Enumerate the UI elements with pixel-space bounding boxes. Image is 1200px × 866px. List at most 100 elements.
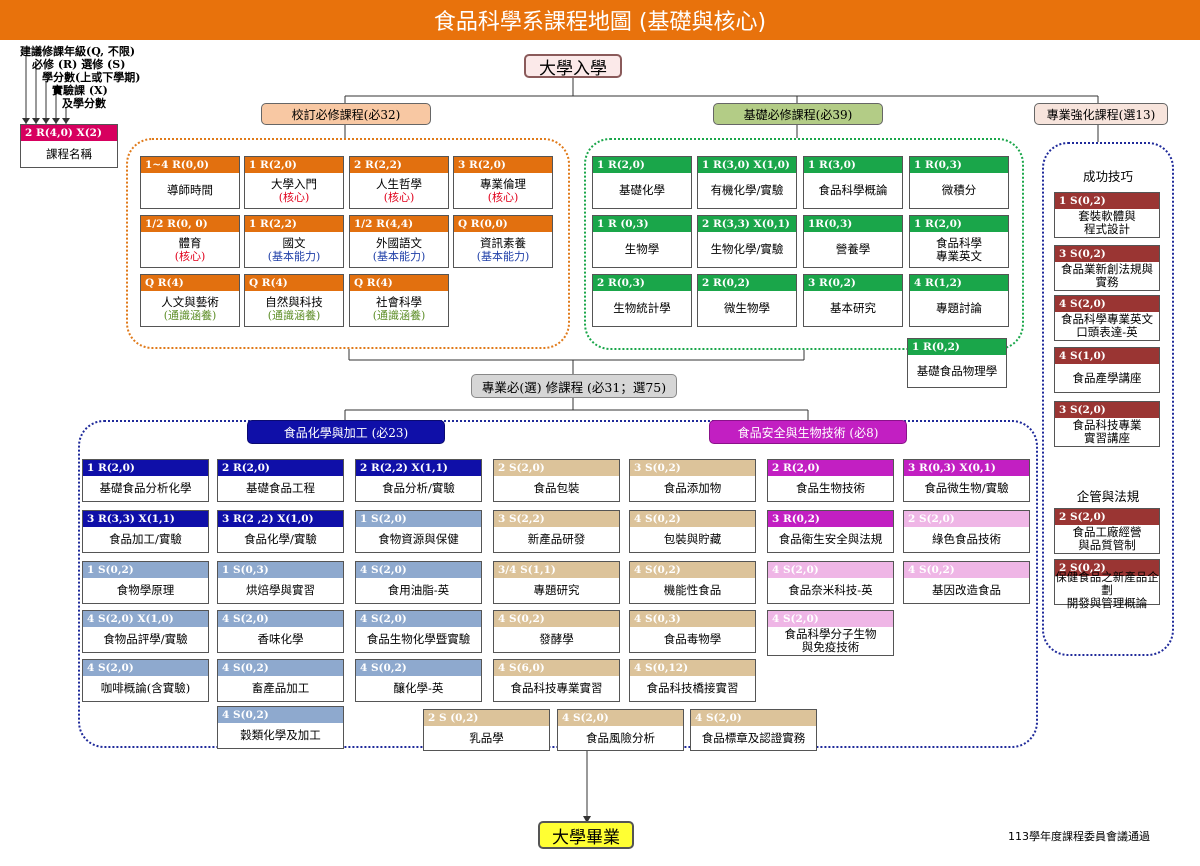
course-name-block: 體育(核心) xyxy=(141,232,239,267)
course-card: 1 R(2,2)國文(基本能力) xyxy=(244,215,344,268)
course-name: 食品微生物/實驗 xyxy=(924,481,1009,495)
course-name: 與品質管制 xyxy=(1078,538,1136,552)
course-code: 3 R(2,0) xyxy=(454,157,552,173)
course-code: 4 S(2,0) xyxy=(768,562,893,578)
course-code: 3 R(0,2) xyxy=(768,511,893,527)
course-name: 微積分 xyxy=(941,183,977,197)
course-name-block: 食品科技專業實習 xyxy=(494,676,619,701)
course-card: 1~4 R(0,0) 導師時間 xyxy=(140,156,240,209)
course-tag: (通識涵養) xyxy=(372,308,426,322)
course-code: 1 R(3,0) xyxy=(804,157,902,173)
course-code: 4 S(2,0) xyxy=(356,562,481,578)
course-tag: (核心) xyxy=(383,190,415,204)
major-header: 專業必(選) 修課程 (必31；選75) xyxy=(471,374,677,398)
course-code: 2 R(2,0) xyxy=(218,460,343,476)
course-name: 食品分析/實驗 xyxy=(382,481,455,495)
course-card: 4 S(2,0) X(1,0) 食物品評學/實驗 xyxy=(82,610,209,653)
course-code: 4 S(0,2) xyxy=(630,511,755,527)
course-name-block: 生物學 xyxy=(593,232,691,267)
course-name: 乳品學 xyxy=(469,730,504,745)
course-name: 食品毒物學 xyxy=(663,632,722,646)
course-tag: (核心) xyxy=(174,249,206,263)
course-card: 2 R(2,0) 食品生物技術 xyxy=(767,459,894,502)
course-code: 1 R(2,0) xyxy=(83,460,208,476)
revised-required-header: 校訂必修課程(必32) xyxy=(261,103,431,125)
course-card: 1 S(0,2)食物學原理 xyxy=(82,561,209,604)
course-code: 2 R(2,2) xyxy=(350,157,448,173)
course-name: 大學入門 xyxy=(271,176,317,191)
course-name-block: 外國語文(基本能力) xyxy=(350,232,448,267)
mgmt-section-label: 企管與法規 xyxy=(1076,489,1140,504)
course-card: 4 S(0,3) 食品毒物學 xyxy=(629,610,756,653)
course-name: 基礎化學 xyxy=(619,183,665,197)
course-name-block: 食品毒物學 xyxy=(630,627,755,652)
course-name: 食品生物技術 xyxy=(796,481,865,495)
track-safety-header: 食品安全與生物技術 (必8) xyxy=(709,420,907,444)
course-name: 機能性食品 xyxy=(663,583,722,597)
course-tag: (通識涵養) xyxy=(267,308,321,322)
course-code: 3 S(2,2) xyxy=(494,511,619,527)
course-tag: (核心) xyxy=(487,190,519,204)
course-code: 3 S(2,0) xyxy=(1055,402,1159,418)
course-name: 食物品評學/實驗 xyxy=(103,632,188,646)
course-card: 2 R(2,2) 人生哲學(核心) xyxy=(349,156,449,209)
course-card: 1/2 R(0, 0)體育(核心) xyxy=(140,215,240,268)
course-card: 3 R(0,2)基本研究 xyxy=(803,274,903,327)
course-code: 2 S(2,0) xyxy=(1055,509,1159,525)
course-name: 食品科學概論 xyxy=(818,183,888,197)
course-code: 2 S (0,2) xyxy=(424,710,549,726)
course-name: 食品生物化學暨實驗 xyxy=(366,632,471,646)
course-card: 2 R(2,0)基礎食品工程 xyxy=(217,459,344,502)
course-card: Q R(0,0)資訊素養(基本能力) xyxy=(453,215,553,268)
course-code: 3 R(0,3) X(0,1) xyxy=(904,460,1029,476)
course-name: 人生哲學 xyxy=(376,176,422,191)
course-name: 食品包裝 xyxy=(533,481,580,495)
course-name-block: 食品產學講座 xyxy=(1055,364,1159,392)
course-name: 導師時間 xyxy=(167,183,213,197)
course-name-block: 生物統計學 xyxy=(593,291,691,326)
course-name-block: 食品奈米科技-英 xyxy=(768,578,893,603)
legend-sample-course: 2 R(4,0) X(2) 課程名稱 xyxy=(20,124,118,168)
course-name: 專題討論 xyxy=(936,301,982,315)
course-card: 2 R(2,2) X(1,1)食品分析/實驗 xyxy=(355,459,482,502)
course-name: 食品添加物 xyxy=(663,481,722,495)
course-name: 食品化學/實驗 xyxy=(244,532,317,546)
course-name-block: 釀化學-英 xyxy=(356,676,481,701)
course-name-block: 機能性食品 xyxy=(630,578,755,603)
course-card: 2 R(0,2)微生物學 xyxy=(697,274,797,327)
course-name-block: 食品微生物/實驗 xyxy=(904,476,1029,501)
course-card: 4 S(2,0)食品科學專業英文口頭表達-英 xyxy=(1054,295,1160,341)
course-code: 4 S(0,2) xyxy=(494,611,619,627)
course-code: 3 S(0,2) xyxy=(1055,246,1159,262)
course-card: 4 S(0,2)畜產品加工 xyxy=(217,659,344,702)
course-card: 2 S(2,0)食品工廠經營與品質管制 xyxy=(1054,508,1160,554)
course-name: 專業倫理 xyxy=(480,176,526,191)
course-card: 1R(0,3)營養學 xyxy=(803,215,903,268)
course-card: 4 S(1,0)食品產學講座 xyxy=(1054,347,1160,393)
course-code: 1 R(2,0) xyxy=(593,157,691,173)
course-name-block: 食品添加物 xyxy=(630,476,755,501)
course-code: 2 S(0,2) xyxy=(1055,560,1159,576)
course-name: 體育 xyxy=(178,235,202,250)
course-name: 香味化學 xyxy=(257,632,304,646)
course-name-block: 食品加工/實驗 xyxy=(83,527,208,552)
course-code: 4 S(2,0) X(1,0) xyxy=(83,611,208,627)
course-name-block: 食品化學/實驗 xyxy=(218,527,343,552)
course-code: 1~4 R(0,0) xyxy=(141,157,239,173)
course-code: 4 S(0,3) xyxy=(630,611,755,627)
course-name: 食品標章及認證實務 xyxy=(701,730,806,745)
course-card: 2 S(2,0)綠色食品技術 xyxy=(903,510,1030,553)
course-name-block: 食品分析/實驗 xyxy=(356,476,481,501)
course-name-block: 國文(基本能力) xyxy=(245,232,343,267)
course-name-block: 基礎食品工程 xyxy=(218,476,343,501)
course-code: 4 S(0,2) xyxy=(630,562,755,578)
course-card: 3 S(2,2)新產品研發 xyxy=(493,510,620,553)
course-code: 4 S(0,2) xyxy=(356,660,481,676)
course-name: 食品衛生安全與法規 xyxy=(778,532,883,546)
course-card: 2 R(3,3) X(0,1)生物化學/實驗 xyxy=(697,215,797,268)
course-code: 2 R(2,0) xyxy=(768,460,893,476)
course-name: 微生物學 xyxy=(724,301,770,315)
course-name-block: 食品生物技術 xyxy=(768,476,893,501)
course-code: Q R(4) xyxy=(245,275,343,291)
